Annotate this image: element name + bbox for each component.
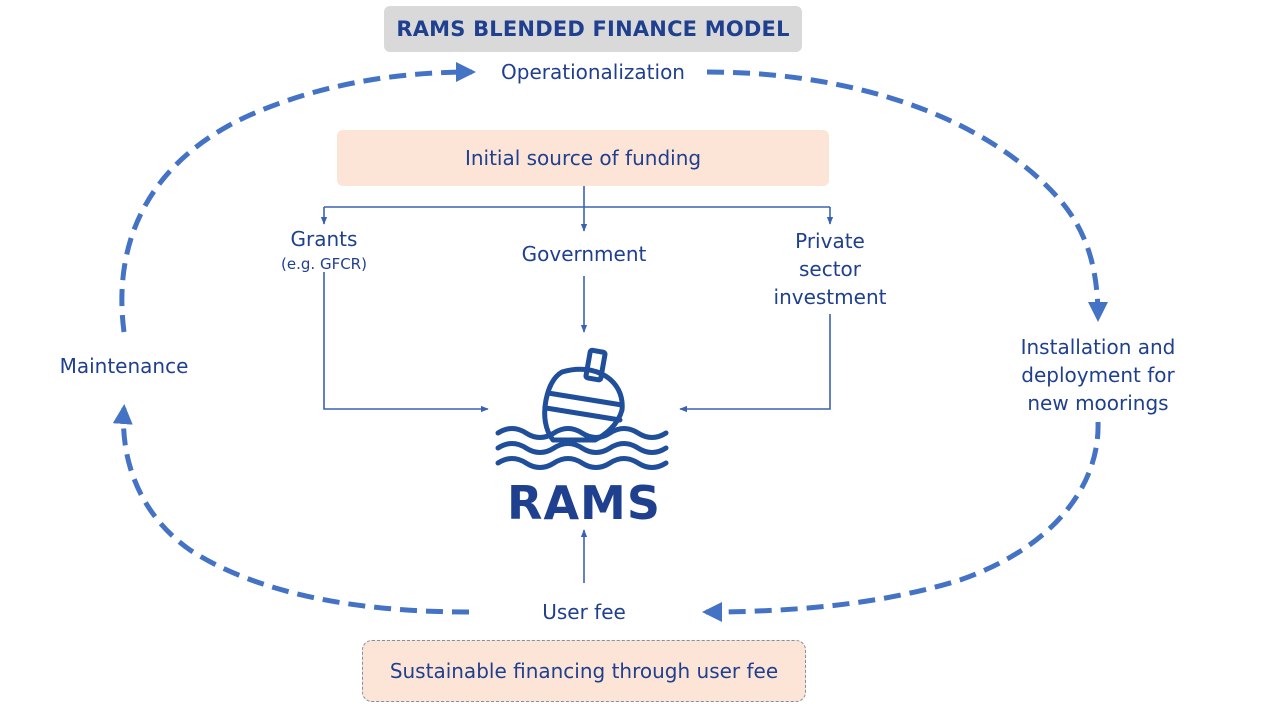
connector-private-to-rams [679,314,831,413]
title-banner: RAMS BLENDED FINANCE MODEL [384,6,802,52]
government-label: Government [521,242,647,266]
diagram-title: RAMS BLENDED FINANCE MODEL [396,17,790,41]
private-line-1: Private [795,229,865,253]
grants-label: Grants [290,227,358,251]
installation-line-2: deployment for [1021,363,1175,387]
maintenance-label: Maintenance [59,354,189,378]
arrow-user-fee-to-maintenance [112,404,470,615]
installation-line-3: new moorings [1027,391,1169,415]
user-fee-label: User fee [542,600,626,624]
buoy-icon [495,347,669,470]
grants-note: (e.g. GFCR) [281,255,367,273]
private-line-3: investment [773,285,887,309]
private-source: Private sector investment [755,227,905,311]
funding-connectors [320,186,834,583]
cycle-arrows [112,62,1108,622]
connector-grants-to-rams [323,272,489,413]
arrow-operationalization-to-installation [706,69,1108,322]
initial-funding-label: Initial source of funding [464,146,702,170]
operationalization-label: Operationalization [501,60,685,84]
sustainable-financing-box: Sustainable financing through user fee [362,640,806,702]
initial-funding-box: Initial source of funding [337,130,829,186]
private-line-2: sector [798,257,862,281]
arrow-installation-to-user-fee [702,421,1101,622]
rams-label: RAMS [507,476,661,530]
grants-source: Grants (e.g. GFCR) [264,225,384,275]
sustainable-financing-label: Sustainable financing through user fee [389,659,779,683]
installation-label: Installation and deployment for new moor… [1003,333,1193,417]
arrow-maintenance-to-operationalization [119,62,476,333]
installation-line-1: Installation and [1020,335,1176,359]
